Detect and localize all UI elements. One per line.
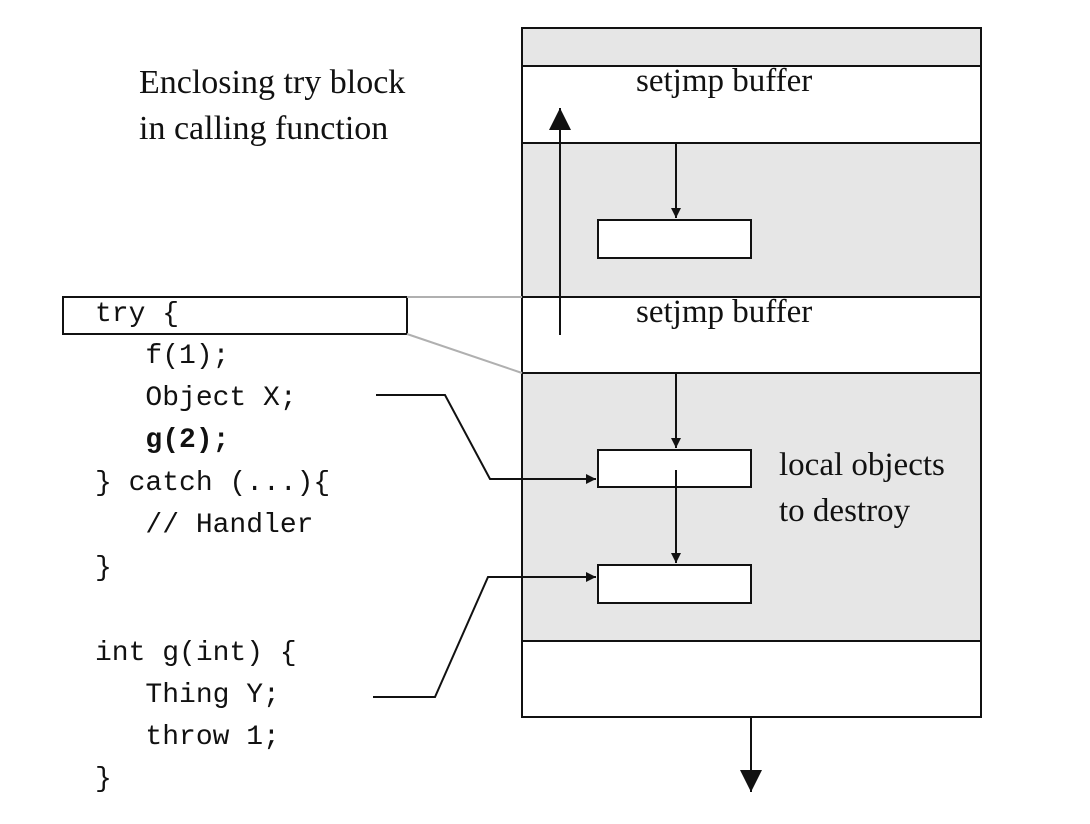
code-line-12: }: [95, 764, 112, 795]
stack-top-band: [521, 27, 982, 67]
stack-bottom-band: [521, 640, 982, 718]
connector-thing-y: [373, 572, 596, 698]
code-line-11: throw 1;: [95, 722, 280, 753]
code-line-3: Object X;: [95, 383, 297, 414]
try-connector-bottom: [406, 333, 523, 374]
object-box-x: [597, 449, 752, 488]
try-highlight-box: [62, 296, 408, 335]
caption-line-1: Enclosing try block: [139, 64, 405, 101]
connector-object-x: [376, 394, 596, 484]
caption-line-2: in calling function: [139, 110, 388, 147]
code-line-7: }: [95, 553, 112, 584]
code-line-4: g(2);: [95, 425, 229, 456]
code-line-6: // Handler: [95, 510, 313, 541]
local-objects-line-1: local objects: [779, 447, 945, 483]
code-listing: try { f(1); Object X; g(2); } catch (...…: [95, 299, 330, 795]
local-objects-line-2: to destroy: [779, 493, 911, 529]
setjmp-label-mid: setjmp buffer: [636, 294, 812, 330]
setjmp-buffer-mid: [521, 296, 982, 374]
object-box-upper: [597, 219, 752, 259]
object-box-y: [597, 564, 752, 604]
code-line-5: } catch (...){: [95, 468, 330, 499]
setjmp-buffer-top: [521, 65, 982, 144]
stack-column: [521, 27, 982, 718]
code-line-10: Thing Y;: [95, 680, 280, 711]
setjmp-label-top: setjmp buffer: [636, 63, 812, 99]
code-line-2: f(1);: [95, 341, 229, 372]
code-line-1: try {: [95, 299, 179, 330]
code-line-9: int g(int) {: [95, 638, 297, 669]
